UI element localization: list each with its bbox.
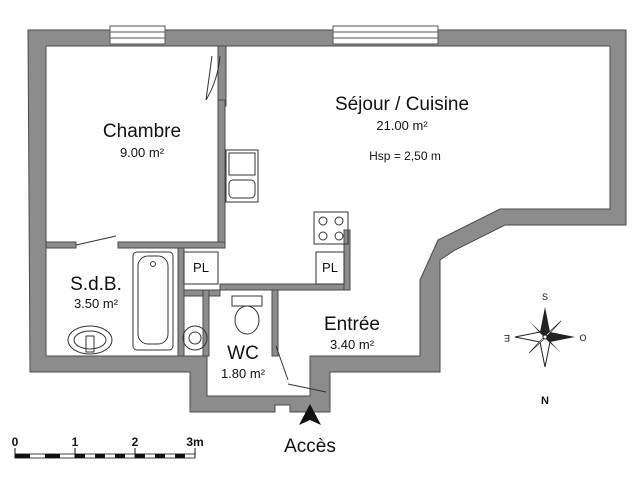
compass-west-label: O — [579, 333, 586, 343]
entrance-arrow-icon — [299, 404, 321, 425]
room-name-wc: WC — [227, 343, 259, 364]
scale-tick-3: 3m — [186, 435, 203, 449]
partitions — [45, 45, 351, 357]
bathtub — [132, 251, 174, 351]
window-sejour — [332, 25, 439, 45]
compass-south-label: S — [542, 292, 548, 302]
toilet — [231, 295, 263, 335]
room-name-entree: Entrée — [324, 314, 380, 335]
room-area-wc: 1.80 m² — [221, 366, 266, 381]
compass-rose-icon — [514, 307, 575, 368]
entrance-label: Accès — [284, 436, 336, 457]
room-area-sejour: 21.00 m² — [376, 118, 428, 133]
scale-bar — [14, 448, 196, 459]
room-name-sejour: Séjour / Cuisine — [335, 94, 469, 115]
room-name-sdb: S.d.B. — [70, 274, 122, 295]
closet-left-label: PL — [193, 260, 209, 275]
scale-tick-2: 2 — [132, 435, 139, 449]
closet-right — [315, 251, 345, 285]
closet-right-label: PL — [322, 260, 338, 275]
cooktop — [313, 211, 349, 245]
washbasin — [67, 325, 113, 355]
room-area-sdb: 3.50 m² — [74, 296, 119, 311]
scale-tick-1: 1 — [72, 435, 79, 449]
room-name-chambre: Chambre — [103, 121, 181, 142]
room-area-chambre: 9.00 m² — [120, 145, 165, 160]
scale-tick-0: 0 — [12, 435, 19, 449]
ceiling-height: Hsp = 2,50 m — [369, 149, 441, 163]
compass-north-label: N — [541, 395, 549, 407]
doors — [75, 55, 327, 393]
kitchen-sink — [225, 149, 259, 203]
room-area-entree: 3.40 m² — [330, 337, 375, 352]
window-chambre — [109, 25, 166, 45]
closet-left — [183, 251, 219, 285]
compass-east-label: E — [504, 333, 510, 343]
water-heater — [182, 325, 208, 351]
